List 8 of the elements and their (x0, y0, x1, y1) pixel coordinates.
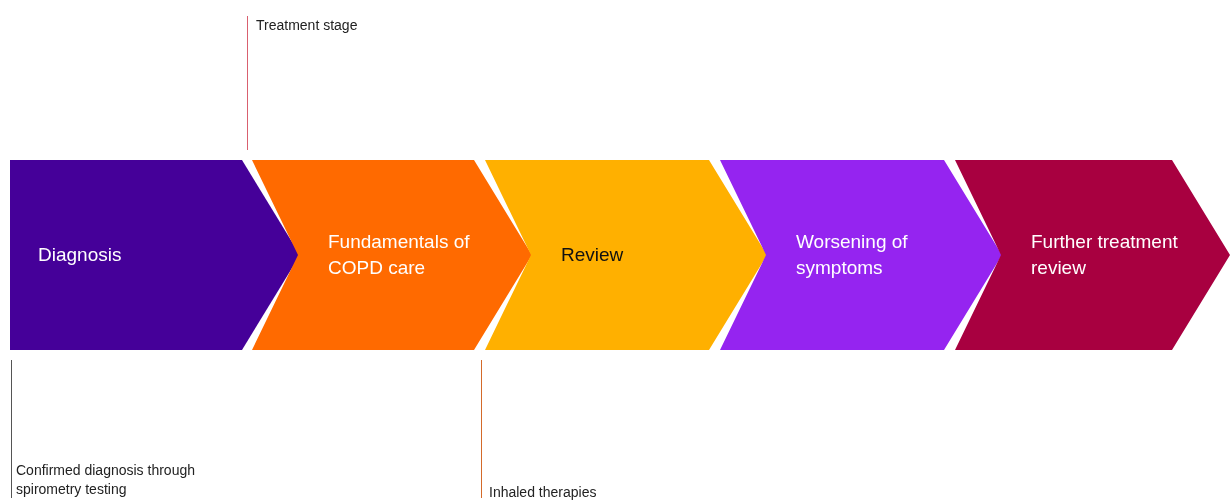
stage-label: Further treatment review (1031, 230, 1179, 280)
annotation-text: Inhaled therapies (489, 483, 598, 502)
stage-label: Fundamentals of COPD care (328, 230, 471, 280)
stage-label: Worsening of symptoms (796, 230, 909, 280)
stage-label: Review (561, 243, 624, 267)
stage-label: Diagnosis (38, 243, 122, 267)
annotation-text: Treatment stage (256, 16, 359, 35)
annotation-text: Confirmed diagnosis through spirometry testing (16, 461, 196, 499)
